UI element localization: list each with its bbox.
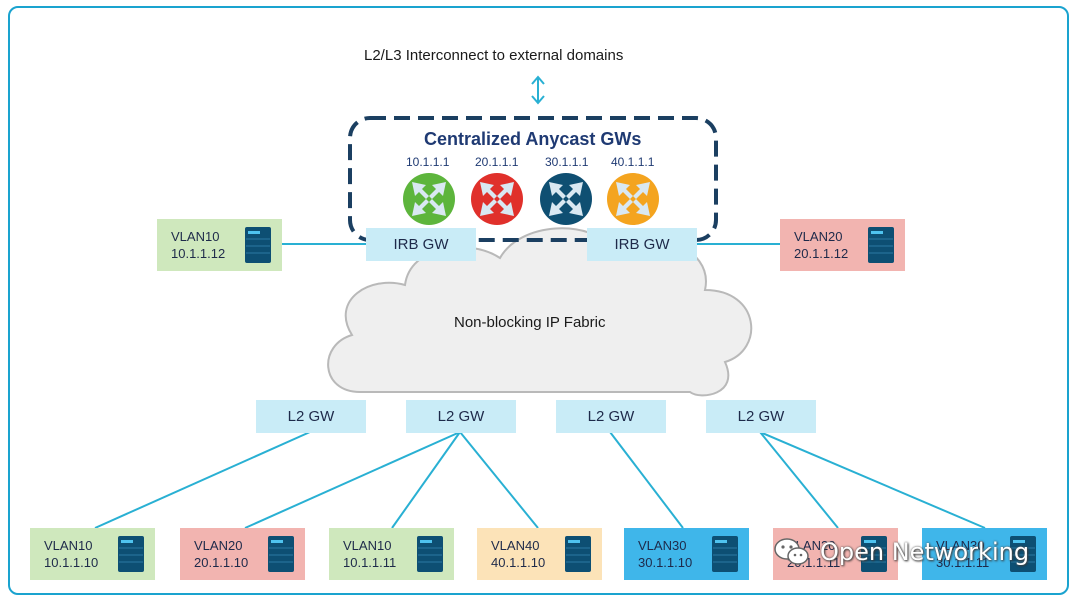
link-l2gw2-host4 bbox=[459, 431, 539, 529]
server-icon bbox=[245, 227, 271, 263]
server-icon bbox=[861, 536, 887, 572]
link-l2gw1-host1 bbox=[94, 431, 311, 529]
server-icon bbox=[868, 227, 894, 263]
host-vlan: VLAN30 bbox=[638, 538, 687, 553]
router-ip-2: 20.1.1.1 bbox=[475, 155, 519, 169]
host-bottom-3: VLAN10 10.1.1.11 bbox=[329, 528, 454, 580]
host-vlan: VLAN10 bbox=[171, 229, 220, 244]
host-vlan: VLAN30 bbox=[936, 538, 985, 553]
server-icon bbox=[118, 536, 144, 572]
router-icon bbox=[470, 172, 524, 231]
server-icon bbox=[417, 536, 443, 572]
router-ip-4: 40.1.1.1 bbox=[611, 155, 655, 169]
host-bottom-4: VLAN40 40.1.1.10 bbox=[477, 528, 602, 580]
host-bottom-2: VLAN20 20.1.1.10 bbox=[180, 528, 305, 580]
host-vlan: VLAN10 bbox=[44, 538, 93, 553]
router-icon bbox=[539, 172, 593, 231]
host-bottom-1: VLAN10 10.1.1.10 bbox=[30, 528, 155, 580]
router-icon bbox=[402, 172, 456, 231]
link-l2gw4-host6 bbox=[759, 431, 839, 529]
fabric-label: Non-blocking IP Fabric bbox=[454, 314, 606, 331]
anycast-title: Centralized Anycast GWs bbox=[424, 129, 642, 149]
link-l2gw2-host2 bbox=[244, 431, 461, 529]
host-vlan: VLAN20 bbox=[794, 229, 843, 244]
host-ip: 20.1.1.10 bbox=[194, 555, 249, 570]
host-vlan20-top: VLAN20 20.1.1.12 bbox=[780, 219, 905, 271]
host-vlan: VLAN40 bbox=[491, 538, 540, 553]
wechat-icon bbox=[774, 538, 809, 565]
router-ip-3: 30.1.1.1 bbox=[545, 155, 589, 169]
host-ip: 10.1.1.11 bbox=[343, 555, 397, 570]
host-ip: 30.1.1.11 bbox=[936, 555, 990, 570]
watermark: Open Networking bbox=[772, 536, 1029, 568]
server-icon bbox=[1010, 536, 1036, 572]
host-bottom-5: VLAN30 30.1.1.10 bbox=[624, 528, 749, 580]
server-icon bbox=[712, 536, 738, 572]
host-bottom-7: VLAN30 30.1.1.11 bbox=[922, 528, 1047, 580]
server-icon bbox=[268, 536, 294, 572]
host-vlan: VLAN10 bbox=[343, 538, 392, 553]
anycast-gw-box bbox=[348, 116, 718, 242]
link-l2gw2-host3 bbox=[391, 431, 461, 529]
server-icon bbox=[565, 536, 591, 572]
host-ip: 40.1.1.10 bbox=[491, 555, 546, 570]
irb-gw-left: IRB GW bbox=[366, 228, 476, 261]
watermark-text: Open Networking bbox=[820, 538, 1030, 566]
host-vlan10-top: VLAN10 10.1.1.12 bbox=[157, 219, 282, 271]
interconnect-label: L2/L3 Interconnect to external domains bbox=[364, 47, 624, 64]
irb-gw-right: IRB GW bbox=[587, 228, 697, 261]
link-l2gw4-host7 bbox=[759, 431, 986, 529]
interconnect-arrow bbox=[531, 75, 545, 105]
host-vlan: VLAN20 bbox=[194, 538, 243, 553]
l2-gw-1: L2 GW bbox=[256, 400, 366, 433]
l2-gw-2: L2 GW bbox=[406, 400, 516, 433]
host-ip: 20.1.1.12 bbox=[794, 246, 849, 261]
link-l2gw3-host5 bbox=[609, 431, 684, 529]
l2-links bbox=[94, 431, 986, 529]
router-icon bbox=[606, 172, 660, 231]
host-ip: 10.1.1.10 bbox=[44, 555, 99, 570]
host-ip: 30.1.1.10 bbox=[638, 555, 693, 570]
router-ip-1: 10.1.1.1 bbox=[406, 155, 450, 169]
l2-gw-4: L2 GW bbox=[706, 400, 816, 433]
host-ip: 10.1.1.12 bbox=[171, 246, 226, 261]
ip-fabric-cloud bbox=[327, 227, 753, 397]
l2-gw-3: L2 GW bbox=[556, 400, 666, 433]
